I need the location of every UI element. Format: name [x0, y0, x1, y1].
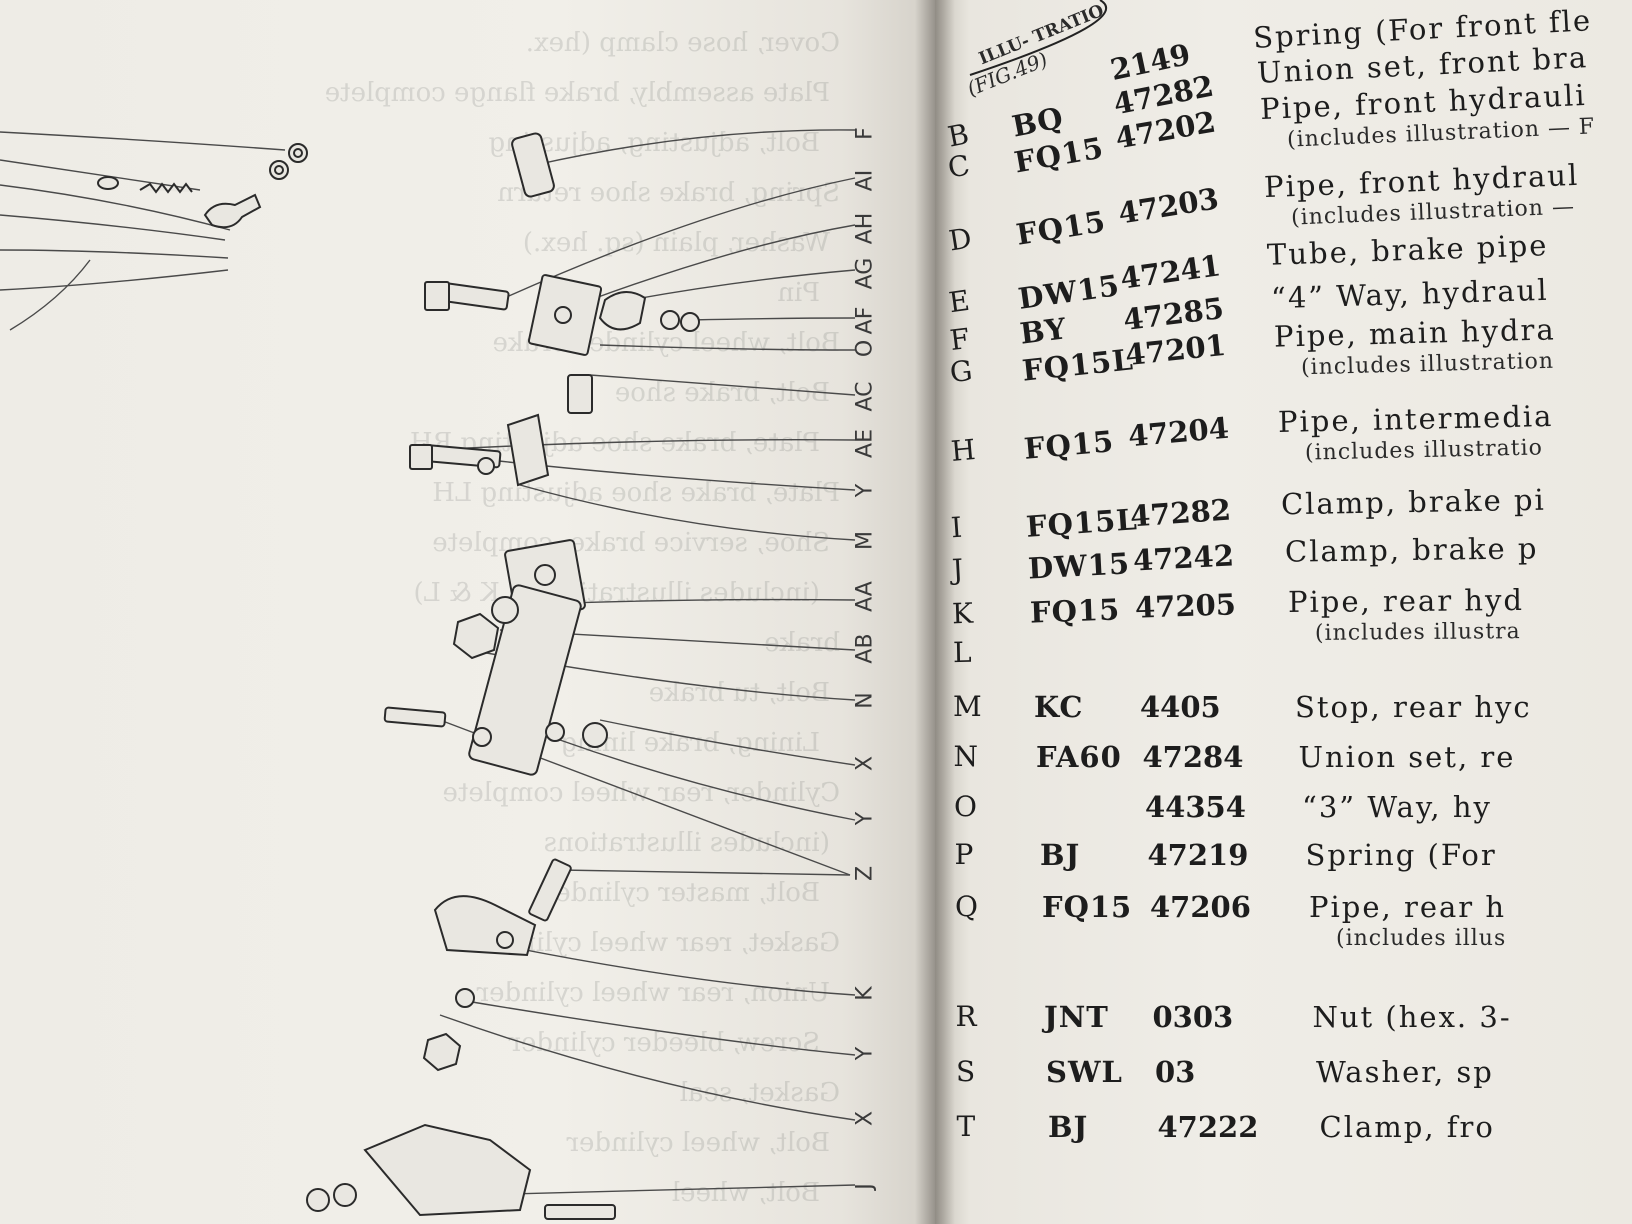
left-page: Cover, hose clamp (hex.Plate assembly, b…	[0, 0, 935, 1224]
parts-desc: Tube, brake pipe	[1266, 227, 1549, 272]
parts-num: 47205	[1134, 587, 1237, 625]
parts-code: BJ	[1048, 1110, 1089, 1144]
parts-row: Q FQ15 47206 Pipe, rear h(includes illus	[935, 890, 1632, 951]
parts-row: L	[935, 630, 1632, 680]
parts-sub-description: (includes illustration	[1300, 348, 1555, 381]
parts-num: 47206	[1150, 890, 1251, 924]
callout-label: F	[852, 127, 878, 140]
parts-letter: M	[953, 690, 982, 723]
parts-code: FQ15L	[1020, 341, 1136, 388]
parts-code: DW15	[1027, 546, 1131, 586]
parts-num: 47284	[1142, 740, 1244, 774]
parts-desc: “3” Way, hy	[1302, 790, 1492, 824]
parts-row: S SWL 03 Washer, sp	[935, 1055, 1632, 1105]
parts-row: N FA60 47284 Union set, re	[935, 740, 1632, 790]
callout-label: AG	[852, 257, 878, 290]
parts-desc: Clamp, brake p	[1284, 531, 1539, 569]
right-page	[935, 0, 1632, 1224]
header-rule	[969, 0, 1107, 76]
callout-label: Y	[852, 1046, 878, 1061]
callout-label: M	[852, 531, 878, 550]
parts-letter: G	[948, 353, 975, 390]
parts-num: 47282	[1128, 492, 1232, 534]
parts-desc: Clamp, brake pi	[1280, 483, 1547, 522]
callout-label: Y	[852, 483, 878, 498]
parts-code: FQ15	[1029, 592, 1121, 630]
parts-code: BJ	[1040, 838, 1081, 872]
parts-desc: Stop, rear hyc	[1295, 690, 1532, 724]
parts-code: JNT	[1044, 1000, 1109, 1034]
callout-label: Z	[852, 865, 878, 882]
parts-num: 47202	[1112, 104, 1219, 156]
parts-code: KC	[1034, 690, 1084, 724]
parts-letter: S	[956, 1055, 976, 1088]
book-gutter	[915, 0, 955, 1224]
parts-letter: R	[955, 1000, 977, 1033]
parts-desc: Pipe, intermedia	[1277, 398, 1554, 439]
parts-desc: Nut (hex. 3-	[1312, 1000, 1512, 1034]
parts-code: SWL	[1046, 1055, 1123, 1089]
parts-num: 47201	[1123, 327, 1228, 372]
callout-label: AB	[852, 633, 878, 664]
parts-letter: H	[949, 433, 977, 469]
callout-label: AE	[852, 429, 878, 458]
callout-label: K	[852, 986, 878, 1001]
parts-desc: Union set, re	[1298, 740, 1516, 774]
parts-desc: Pipe, rear hyd	[1287, 582, 1525, 619]
parts-num: 47203	[1115, 181, 1221, 231]
parts-desc: Pipe, rear h	[1309, 890, 1507, 924]
parts-desc: Washer, sp	[1316, 1055, 1494, 1089]
callout-label: X	[852, 755, 878, 772]
callout-label: J	[852, 1183, 878, 1190]
parts-sub-description: (includes illus	[1336, 926, 1507, 951]
parts-letter: J	[950, 552, 964, 586]
parts-num: 47242	[1131, 538, 1235, 578]
parts-num: 44354	[1145, 790, 1246, 824]
parts-row: T BJ 47222 Clamp, fro	[935, 1110, 1632, 1160]
parts-letter: P	[954, 838, 974, 871]
parts-num: 0303	[1152, 1000, 1234, 1034]
parts-row: M KC 4405 Stop, rear hyc	[935, 690, 1632, 740]
parts-row: R JNT 0303 Nut (hex. 3-	[935, 1000, 1632, 1050]
parts-letter: O	[954, 790, 977, 823]
parts-num: 4405	[1140, 690, 1221, 724]
parts-code: FA60	[1036, 740, 1122, 774]
callout-label: N	[852, 692, 878, 709]
parts-desc: “4” Way, hydraul	[1270, 273, 1549, 316]
callout-label: AI	[852, 169, 878, 192]
callout-label: AC	[852, 381, 878, 412]
parts-letter: Q	[955, 890, 978, 923]
parts-code: FQ15	[1022, 424, 1116, 466]
callout-label: X	[852, 1110, 878, 1127]
callout-label: AA	[852, 581, 878, 612]
parts-row: O 44354 “3” Way, hy	[935, 790, 1632, 840]
parts-letter: T	[956, 1110, 976, 1143]
parts-desc: Pipe, main hydra	[1273, 312, 1557, 354]
parts-letter: N	[953, 740, 979, 773]
parts-sub-description: (includes illustratio	[1304, 435, 1543, 466]
parts-num: 47204	[1126, 411, 1230, 454]
parts-num: 47219	[1147, 838, 1249, 872]
callout-label: Y	[852, 811, 878, 826]
callout-label: O	[852, 339, 878, 358]
parts-desc: Clamp, fro	[1319, 1110, 1495, 1144]
parts-num: 47222	[1157, 1110, 1259, 1144]
parts-row: P BJ 47219 Spring (For	[935, 838, 1632, 888]
callout-label: AH	[852, 212, 878, 245]
parts-letter: L	[952, 635, 972, 669]
parts-letter: K	[951, 596, 974, 631]
parts-num: 03	[1155, 1055, 1196, 1089]
exploded-parts-diagram	[0, 129, 856, 1220]
parts-code: FQ15	[1042, 890, 1133, 924]
parts-desc: Spring (For	[1305, 838, 1497, 872]
